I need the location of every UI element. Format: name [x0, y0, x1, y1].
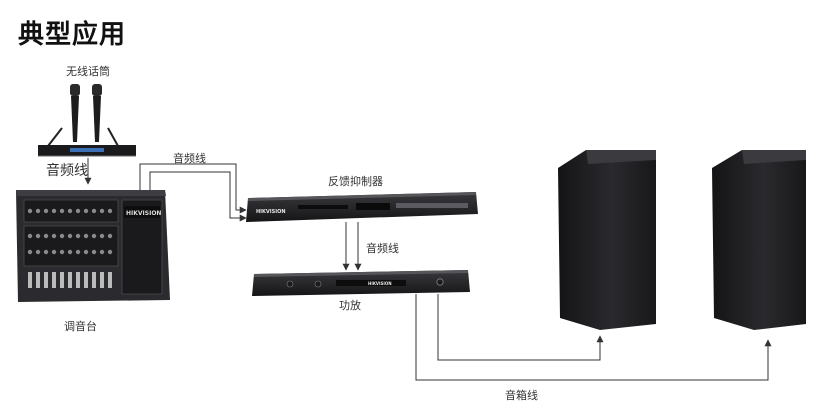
mixer-to-suppressor-arrow-2	[149, 171, 247, 222]
mixer-device: HIKVISION	[16, 190, 170, 302]
mixer-label: 调音台	[64, 320, 97, 333]
svg-text:HIKVISION: HIKVISION	[256, 209, 286, 215]
amplifier-label: 功放	[339, 299, 361, 312]
amplifier-device: HIKVISION	[252, 270, 470, 296]
mixer-cable-label: 音频线	[173, 152, 206, 165]
mic-cable-label: 音频线	[46, 163, 88, 179]
svg-text:HIKVISION: HIKVISION	[126, 210, 161, 217]
feedback-suppressor-device: HIKVISION	[246, 192, 478, 222]
feedback-suppressor-label: 反馈抑制器	[328, 175, 383, 188]
amp-to-left-speaker-arrow	[437, 294, 604, 361]
antenna-icon	[47, 127, 119, 147]
speaker-cable-label: 音箱线	[505, 389, 538, 402]
connection-lines	[84, 158, 772, 381]
amplifier-brand-logo: HIKVISION	[368, 281, 392, 286]
mixer-brand-logo: HIKVISION	[126, 210, 161, 217]
speaker-left	[558, 150, 656, 330]
microphone-icon	[70, 84, 102, 142]
speaker-right	[712, 150, 806, 330]
wireless-mic-system	[38, 84, 136, 157]
page-title: 典型应用	[18, 20, 127, 50]
mixer-to-suppressor-arrow-1	[139, 163, 247, 214]
amp-to-right-speaker-arrow	[415, 294, 772, 381]
suppressor-cable-label: 音频线	[366, 242, 399, 255]
suppressor-brand-logo: HIKVISION	[256, 209, 286, 215]
svg-text:HIKVISION: HIKVISION	[368, 281, 392, 286]
wireless-mic-label: 无线话筒	[66, 65, 110, 78]
